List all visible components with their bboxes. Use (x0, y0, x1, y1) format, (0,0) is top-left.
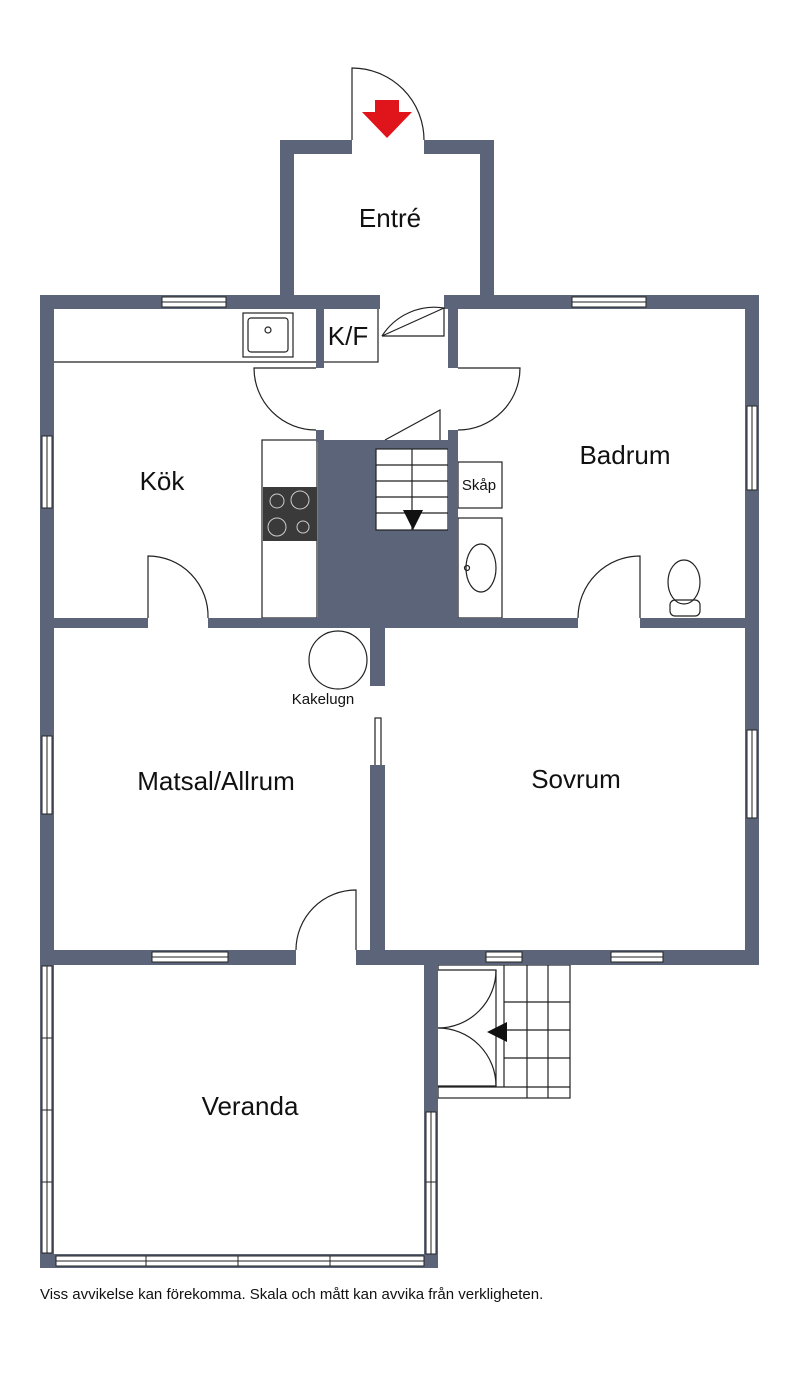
stair-down-arrow (403, 510, 423, 530)
room-label-sovrum: Sovrum (531, 764, 621, 794)
room-label-badrum: Badrum (579, 440, 670, 470)
entrance-arrow-icon (362, 100, 412, 138)
disclaimer-text: Viss avvikelse kan förekomma. Skala och … (40, 1286, 544, 1303)
bathroom-sink (465, 543, 497, 593)
walls (40, 140, 759, 1268)
room-label-matsal: Matsal/Allrum (137, 766, 294, 796)
kakelugn-stove (308, 630, 368, 690)
room-label-skap: Skåp (462, 477, 496, 494)
doors (147, 67, 641, 1087)
label-kakelugn: Kakelugn (292, 691, 355, 708)
steps-arrow (487, 1022, 507, 1042)
room-label-entre: Entré (359, 203, 421, 233)
toilet (667, 559, 701, 617)
kitchen-sink (242, 312, 294, 358)
stove-hob (263, 487, 317, 541)
room-label-kf: K/F (328, 321, 368, 351)
room-label-kok: Kök (140, 466, 186, 496)
room-label-veranda: Veranda (202, 1091, 299, 1121)
